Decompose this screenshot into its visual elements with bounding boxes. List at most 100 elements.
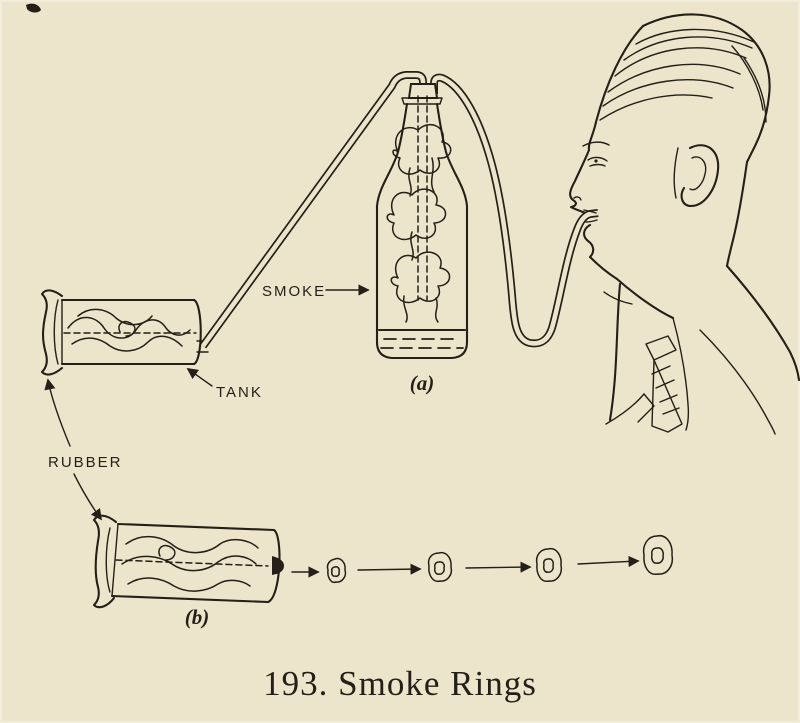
smoke-squiggle [408,167,412,197]
flow-arrow-3 [465,561,532,573]
ear [680,144,720,208]
neck-back [725,160,749,268]
neck-and-shoulders [603,160,800,435]
tank-b-smoke-squiggles [121,535,259,592]
hair-stroke [607,63,741,93]
smoke-squiggle [118,320,136,337]
tube-bore [201,72,426,348]
ring-inner [331,566,340,577]
rubber-cap-outer [40,289,64,376]
bottle-stopper [407,83,439,99]
hair-stroke [743,57,767,123]
tie-stripe [655,379,675,389]
ear-inner [689,156,707,191]
chin-outline [583,223,675,320]
tank-right-end [192,298,202,366]
rubber-cap-outer [92,514,118,609]
smoke-squiggle [125,535,259,554]
upper-lip [583,209,597,214]
eye [573,141,610,201]
ring-inner [651,547,664,564]
smoke-squiggle [410,231,414,261]
bottle-a [375,97,469,360]
ring-outer [326,557,347,584]
smoke-squiggle [121,555,257,572]
hair-outline [641,13,771,164]
flow-arrow-2 [357,563,422,575]
nostril [573,196,582,201]
rubber-arrow-up [44,378,71,447]
hair-stroke [623,36,753,61]
necktie [645,335,683,433]
smoke-ring-4 [642,535,674,575]
tank-label: TANK [216,384,263,401]
inner-tube-dashed [417,95,428,301]
rubber-cap-top-tank [40,289,64,376]
smoke-ring-3 [535,547,563,583]
smoke-squiggle [71,335,183,352]
hair-stroke [614,47,747,77]
smoke-ring-2 [427,551,453,583]
chin-shading [603,291,633,305]
scan-artifact [26,3,41,13]
tank-arrow [186,368,213,387]
man-profile [569,13,800,435]
smoke-squiggle [390,251,451,304]
flow-arrow-4 [577,555,640,568]
bottle-smoke-squiggles [386,124,452,323]
tube-outer [430,73,599,348]
smoke-label: SMOKE [262,283,326,300]
ring-inner [543,558,554,573]
smoke-squiggle [430,157,435,193]
tube-bore [431,75,599,346]
smoke-squiggle [386,188,447,241]
rubber-label: RUBBER [48,454,123,471]
tank-smoke-squiggles [67,308,191,352]
panel-a-label: (a) [410,371,435,395]
rubber-arrow-down [73,473,102,521]
hair-stroke [635,28,755,45]
shoulder-line [725,264,800,382]
tie-knot [645,335,677,361]
smoke-squiggle [127,577,251,592]
tie-stripe [651,365,671,375]
panel-b-label: (b) [185,605,210,629]
tube-outer [199,71,427,349]
lips-on-tube [583,209,598,223]
hair-stroke [731,45,764,111]
ring-outer [642,535,674,575]
tie-stripe [662,407,680,415]
hair-strokes [599,28,767,199]
face-outline [569,24,645,216]
smoke-squiggle [77,308,153,326]
lower-lip [585,219,598,223]
collar-line [605,393,645,425]
smoke-squiggle [158,544,176,561]
tube-tank-to-bottle [199,71,427,349]
hair-stroke [599,94,713,121]
smoke-ring-1 [326,557,347,584]
bottle-liquid [377,328,467,349]
tank-b-centerline [115,559,269,567]
pupil [594,159,598,163]
smoke-rings-sequence [291,535,674,584]
neck-front [608,282,622,422]
figure-caption: 193. Smoke Rings [263,664,537,703]
sideburn-stroke [673,147,679,199]
bottle-outline [375,102,469,360]
rubber-cap-inner [105,527,111,593]
eyebrow [582,141,610,147]
tie-stripe [659,394,678,403]
shoulder-seam [699,329,776,435]
eyelid-upper [587,156,608,162]
ear-outline [680,144,720,208]
hair-stroke [602,79,734,107]
ring-inner [434,561,445,575]
jaw-to-collar [672,317,690,431]
ring-outer [535,547,563,583]
tank-b-outlet [272,556,284,575]
collar-flap [637,393,655,423]
tank-b-bottom-edge [110,594,270,604]
